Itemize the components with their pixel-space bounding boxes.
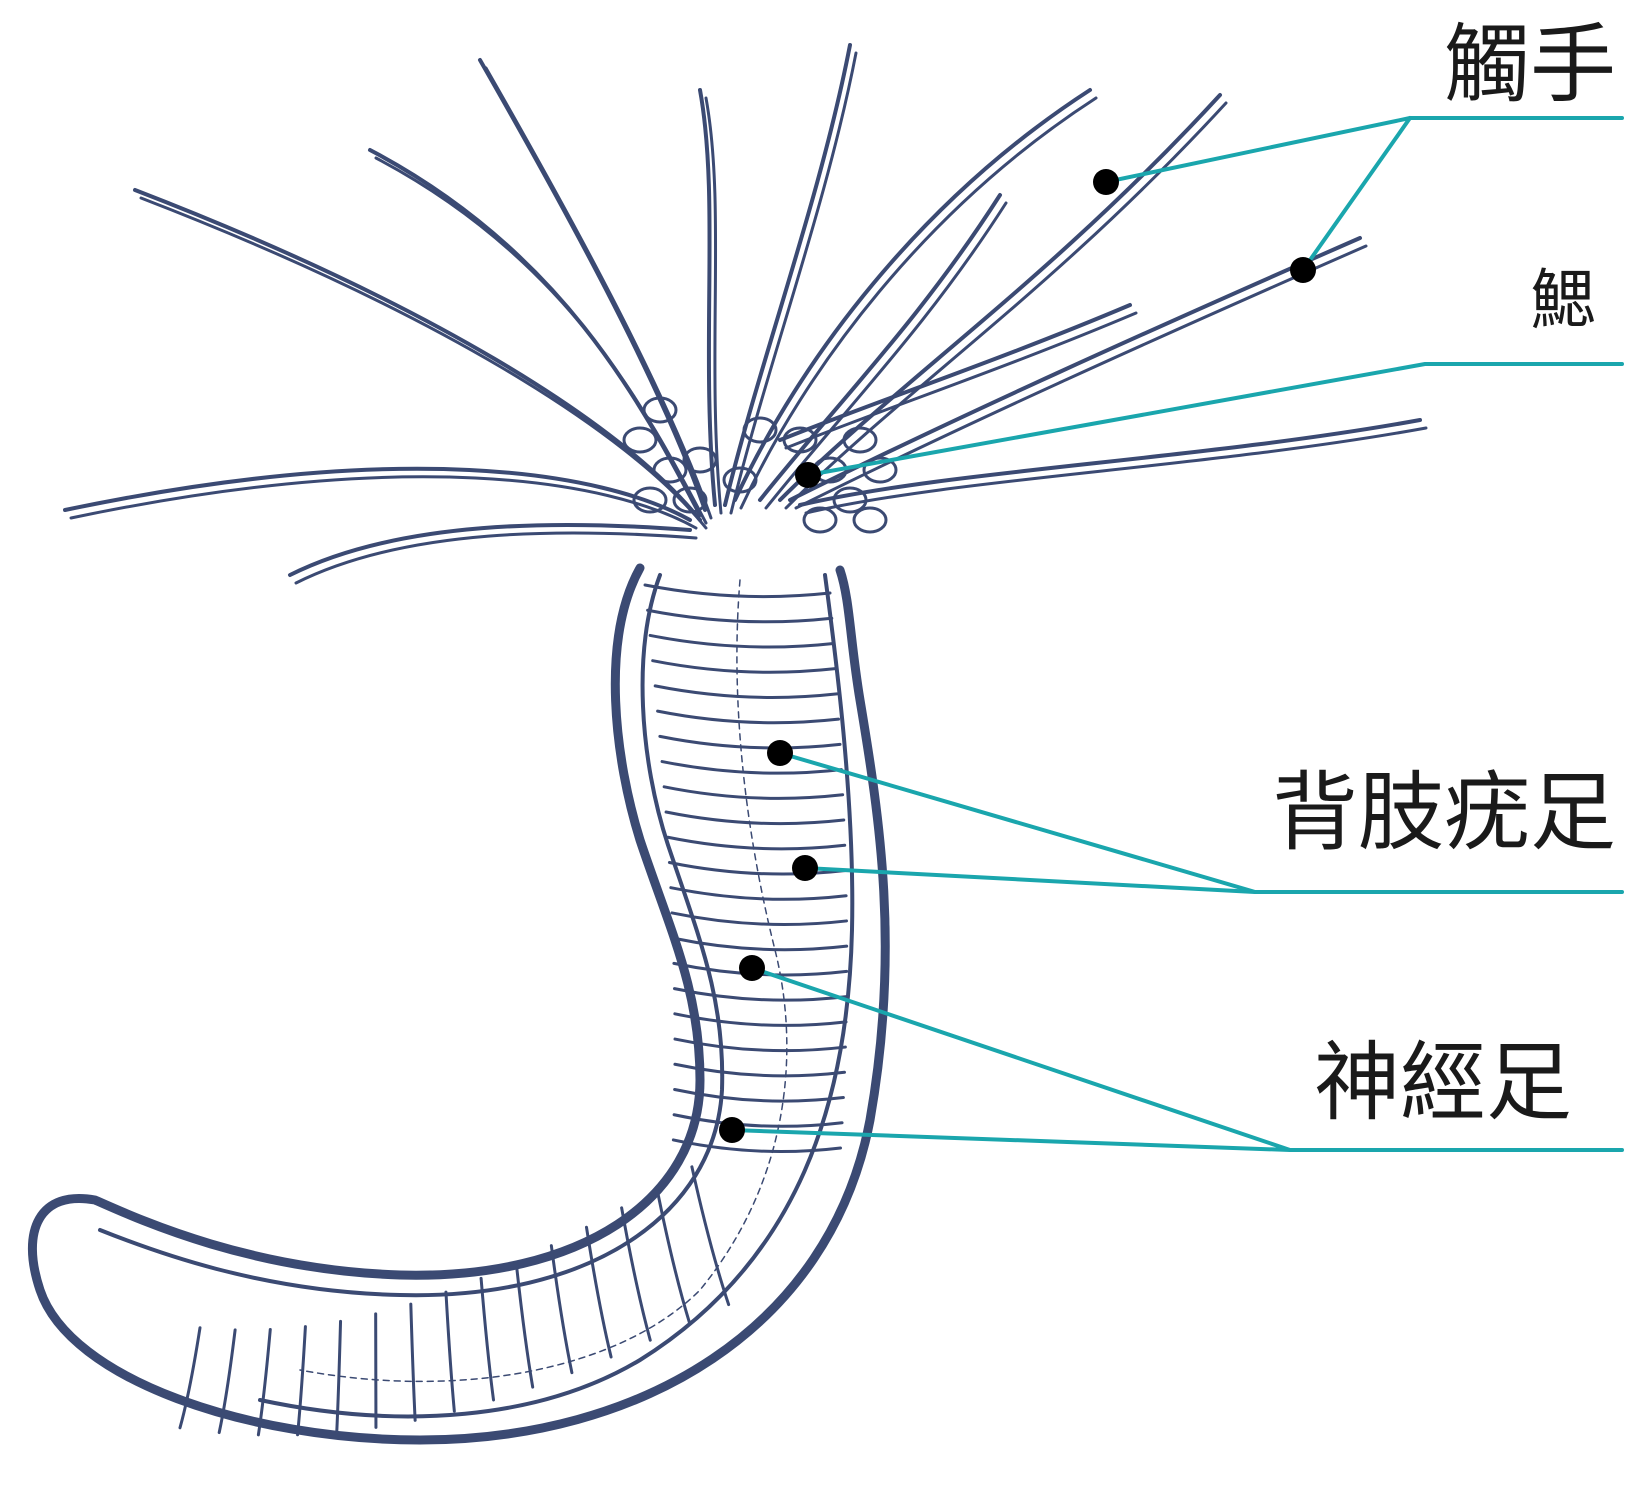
body-outline-left: [32, 568, 885, 1440]
body-segment: [648, 610, 832, 622]
dot-ventral-1: [739, 955, 765, 981]
tentacle-stroke: [370, 150, 700, 515]
body-segment: [668, 837, 845, 849]
tentacles-group: [65, 45, 1426, 583]
body-segment: [664, 787, 843, 799]
body-segment: [666, 812, 844, 824]
tentacle-stroke: [141, 198, 706, 528]
body-segment: [298, 1327, 306, 1435]
body-segment: [411, 1304, 415, 1420]
leader-tentacles-branch: [1303, 118, 1410, 270]
body-segment: [645, 585, 830, 597]
body-segment: [586, 1227, 611, 1357]
tentacle-stroke: [486, 68, 711, 518]
label-dorsal-parapodia: 背肢疣足: [1272, 770, 1616, 856]
tentacle-stroke: [741, 98, 1096, 508]
dot-tentacle-2: [1290, 257, 1316, 283]
leader-lines: [732, 118, 1622, 1150]
body-segment: [675, 1014, 846, 1026]
body-segment: [653, 661, 836, 673]
gill-lobe: [804, 508, 836, 532]
gill-lobe: [624, 428, 656, 452]
dot-dorsal-2: [792, 855, 818, 881]
body-segment: [258, 1329, 270, 1434]
body-segment: [650, 635, 833, 647]
dot-gill: [795, 462, 821, 488]
tentacle-stroke: [790, 238, 1360, 500]
dot-dorsal-1: [767, 740, 793, 766]
label-ventral-parapodia: 神經足: [1314, 1040, 1572, 1126]
tentacle-stroke: [480, 60, 705, 510]
worm-body: [32, 568, 885, 1440]
tentacle-stroke: [796, 246, 1366, 508]
tentacle-stroke: [806, 428, 1426, 513]
body-segment: [660, 736, 840, 748]
body-segment: [658, 711, 839, 723]
dot-ventral-2: [719, 1117, 745, 1143]
body-segment: [481, 1278, 493, 1400]
body-segment: [180, 1328, 200, 1428]
dot-tentacle-1: [1093, 169, 1119, 195]
body-inner-left: [100, 575, 722, 1295]
body-segment: [672, 913, 846, 925]
body-segment: [671, 888, 846, 900]
body-segment: [446, 1292, 454, 1411]
label-gills: 鰓: [1530, 268, 1596, 334]
leader-dots: [719, 169, 1316, 1143]
tentacle-stroke: [290, 525, 690, 575]
body-segment: [692, 1167, 729, 1305]
gill-lobe: [854, 508, 886, 532]
tentacle-stroke: [71, 477, 696, 528]
body-segment: [655, 686, 837, 698]
label-tentacles: 觸手: [1444, 22, 1616, 108]
body-segment: [551, 1246, 572, 1373]
